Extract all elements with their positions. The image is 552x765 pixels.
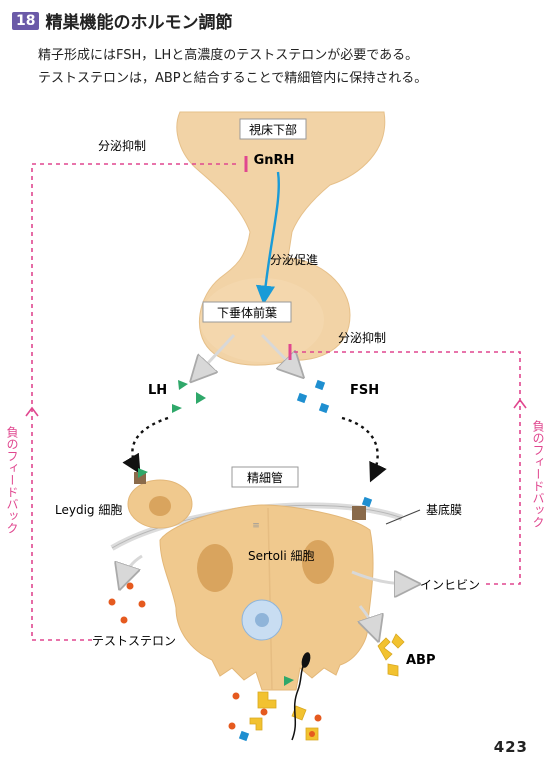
section-number-badge: 18 — [12, 11, 40, 30]
sertoli-nucleus-right — [302, 540, 334, 584]
testosterone-release-arrow — [122, 554, 143, 582]
sperm — [291, 652, 311, 741]
inhibin-arrow — [351, 572, 412, 584]
secretion-promotion-label: 分泌促進 — [270, 253, 318, 267]
fsh-receptor — [352, 506, 366, 520]
feedback-loop-left — [31, 163, 240, 641]
tight-junction-mark: ≡ — [252, 521, 260, 531]
fsh-label: FSH — [350, 383, 379, 398]
inhibition-label-right: 分泌抑制 — [338, 330, 386, 345]
title-text: 精巣機能のホルモン調節 — [45, 13, 233, 33]
hypothalamus-label: 視床下部 — [249, 122, 297, 137]
leydig-nucleus — [149, 496, 171, 516]
lh-label: LH — [148, 383, 167, 398]
gnrh-arrow — [255, 171, 280, 305]
gnrh-label: GnRH — [254, 153, 295, 168]
testosterone-label: テストステロン — [92, 634, 176, 648]
negative-feedback-label-right: 負のフィードバック — [531, 420, 545, 528]
abp-label: ABP — [406, 653, 436, 668]
tubule-label-box — [231, 466, 299, 488]
fsh-to-sertoli-arrow — [341, 416, 387, 483]
lh-to-leydig-arrow — [122, 416, 169, 475]
basement-membrane-pointer — [385, 509, 421, 525]
sertoli-cells — [159, 504, 374, 691]
anterior-pituitary-label: 下垂体前葉 — [217, 305, 277, 320]
summary-line-2: テストステロンは，ABPと結合することで精細管内に保持される。 — [38, 71, 428, 86]
fsh-release-arrow — [260, 333, 298, 372]
germ-cell-nucleus — [255, 613, 269, 627]
feedback-right-arrowhead — [513, 398, 527, 409]
pituitary-label-box — [202, 301, 292, 323]
seminiferous-tubule-label: 精細管 — [247, 470, 283, 485]
summary-line-1: 精子形成にはFSH，LHと高濃度のテストステロンが必要である。 — [38, 48, 419, 63]
negative-feedback-label-left: 負のフィードバック — [5, 426, 19, 534]
summary-text: 精子形成にはFSH，LHと高濃度のテストステロンが必要である。 テストステロンは… — [38, 44, 427, 90]
leydig-cell-label: Leydig 細胞 — [55, 503, 122, 517]
hypothalamus-label-box — [239, 118, 307, 140]
page-title: 18 精巣機能のホルモン調節 — [12, 8, 232, 33]
inhibin-label: インヒビン — [420, 578, 480, 592]
fsh-hormone-markers — [296, 379, 330, 414]
lh-release-arrow — [196, 333, 236, 376]
lh-hormone-markers — [172, 380, 206, 413]
sertoli-nucleus-left — [197, 544, 233, 592]
sertoli-cell-boundary — [267, 507, 273, 691]
inhibition-label-left: 分泌抑制 — [98, 138, 146, 153]
feedback-loop-right — [294, 351, 521, 585]
lh-bound-marker — [138, 468, 148, 478]
testosterone-dots — [108, 582, 146, 624]
sertoli-cell-label: Sertoli 細胞 — [248, 549, 314, 563]
abp-proteins — [377, 633, 405, 677]
feedback-left-arrowhead — [25, 406, 39, 417]
abp-arrow — [360, 605, 376, 634]
page-number: 423 — [493, 738, 528, 756]
fsh-bound-marker — [361, 496, 373, 508]
basement-membrane-label: 基底膜 — [426, 502, 462, 517]
